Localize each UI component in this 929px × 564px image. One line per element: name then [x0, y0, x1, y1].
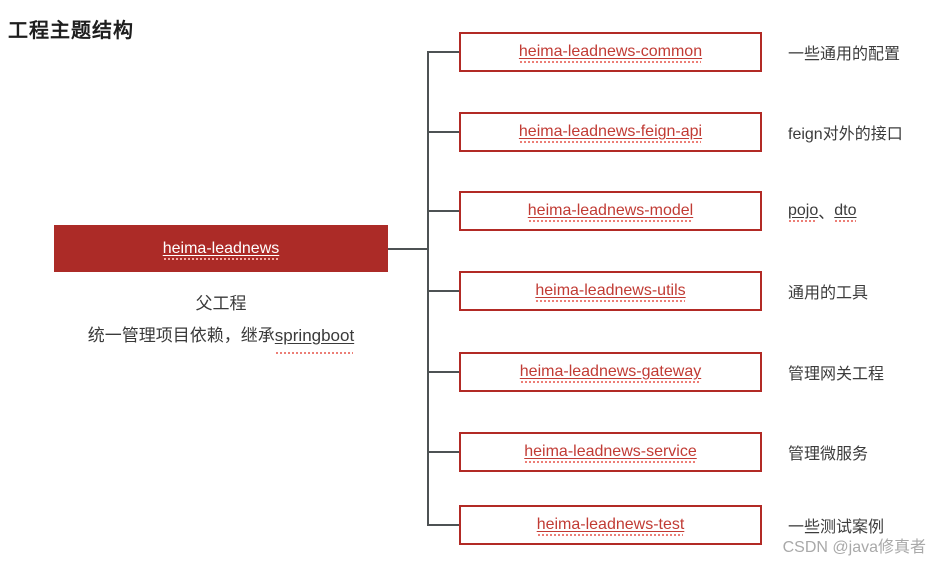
module-name-link: heima-leadnews-test [536, 516, 685, 536]
module-box-heima-leadnews-utils: heima-leadnews-utils [459, 271, 762, 311]
description-text: 一些测试案例 [788, 519, 885, 536]
page-title: 工程主题结构 [8, 20, 134, 42]
module-description: 一些测试案例 [788, 505, 928, 545]
module-box-heima-leadnews-test: heima-leadnews-test [459, 505, 762, 545]
module-description: 管理微服务 [788, 432, 928, 472]
root-caption-line2: 统一管理项目依赖，继承springboot [44, 320, 398, 354]
module-name-link: heima-leadnews-model [527, 202, 694, 222]
module-box-heima-leadnews-gateway: heima-leadnews-gateway [459, 352, 762, 392]
module-name-link: heima-leadnews-feign-api [518, 123, 703, 143]
module-name-link: heima-leadnews-gateway [519, 363, 702, 383]
module-description: 通用的工具 [788, 271, 928, 311]
root-project-box: heima-leadnews [54, 225, 388, 272]
description-text: feign对外的接口 [788, 126, 903, 143]
module-name-link: heima-leadnews-service [524, 443, 697, 463]
underlined-term: pojo [788, 202, 819, 222]
springboot-text: springboot [275, 320, 354, 354]
description-text: 管理微服务 [788, 446, 869, 463]
module-name-link: heima-leadnews-common [518, 43, 703, 63]
module-box-heima-leadnews-service: heima-leadnews-service [459, 432, 762, 472]
root-project-name: heima-leadnews [162, 239, 280, 260]
module-description: 管理网关工程 [788, 352, 928, 392]
description-text: 通用的工具 [788, 285, 869, 302]
underlined-term: dto [834, 202, 857, 222]
module-description: feign对外的接口 [788, 112, 928, 152]
root-caption-line1: 父工程 [195, 294, 247, 313]
module-description: 一些通用的配置 [788, 32, 928, 72]
description-text: 管理网关工程 [788, 366, 885, 383]
csdn-watermark: CSDN @java修真者 [782, 539, 926, 556]
module-name-link: heima-leadnews-utils [535, 282, 686, 302]
module-box-heima-leadnews-feign-api: heima-leadnews-feign-api [459, 112, 762, 152]
description-text: 、 [818, 205, 835, 222]
module-description: pojo、 dto [788, 191, 928, 231]
module-box-heima-leadnews-model: heima-leadnews-model [459, 191, 762, 231]
root-project-caption: 父工程 统一管理项目依赖，继承springboot [44, 288, 398, 354]
module-box-heima-leadnews-common: heima-leadnews-common [459, 32, 762, 72]
description-text: 一些通用的配置 [788, 46, 901, 63]
